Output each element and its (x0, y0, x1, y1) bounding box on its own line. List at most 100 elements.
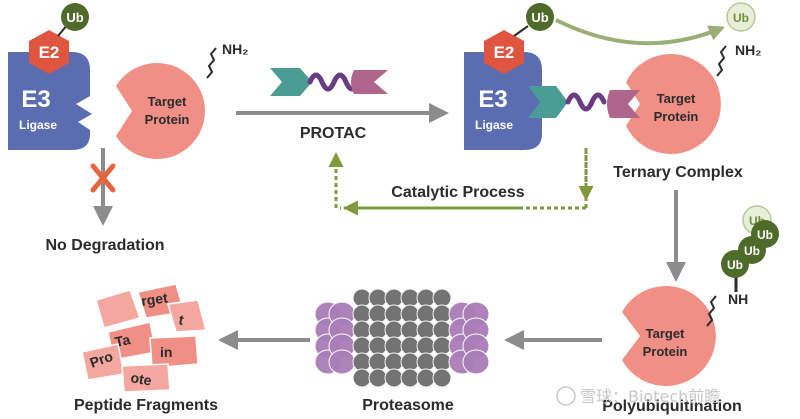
target-tail-squiggle-poly (706, 295, 717, 327)
proteasome-subunit (416, 368, 436, 388)
e2-hexagon (29, 30, 69, 74)
protac-linker (307, 72, 361, 92)
e3-ligase-shape (8, 52, 92, 150)
proteasome-subunit (432, 336, 452, 356)
fragment-text-4: ote (129, 369, 153, 388)
target-label-line1: Target (148, 94, 187, 109)
watermark: 雪球：Biotech前瞻 (556, 386, 720, 406)
ub-transferred-label: Ub (733, 11, 749, 25)
protac-e3-binder (270, 68, 312, 96)
proteasome-subunit (352, 368, 372, 388)
proteasome-subunit (384, 288, 404, 308)
protac-label: PROTAC (300, 125, 367, 142)
proteasome-subunit (368, 352, 388, 372)
proteasome-subunit (462, 349, 490, 375)
ub-transfer-arrow (555, 18, 725, 46)
peptide-fragments-label: Peptide Fragments (74, 397, 218, 414)
proteasome-subunit (416, 320, 436, 340)
e3-label: E3 (21, 86, 50, 113)
target-protein-shape-ternary (626, 54, 721, 154)
e2-label: E2 (39, 43, 60, 62)
ub-chain-3-label: Ub (727, 258, 743, 272)
proteasome-subunit (416, 352, 436, 372)
proteasome-subunit (400, 304, 420, 324)
proteasome-subunit (384, 368, 404, 388)
e2-label-ternary: E2 (494, 43, 515, 62)
proteasome-subunit (432, 352, 452, 372)
fragment-7 (121, 363, 171, 393)
polyubiquitination-label: Polyubiquitination (602, 398, 742, 415)
proteasome-subunit (368, 304, 388, 324)
proteasome-subunit (368, 336, 388, 356)
watermark-logo-icon (556, 386, 576, 406)
target-protein-shape (116, 63, 205, 159)
proteasome-subunit (352, 288, 372, 308)
proteasome-subunit (352, 352, 372, 372)
nh2-label-ternary: NH₂ (735, 42, 761, 58)
no-degradation-label: No Degradation (45, 237, 164, 254)
e3-label-ternary: E3 (478, 86, 507, 113)
proteasome (314, 288, 490, 388)
fragment-text-6: t (177, 311, 185, 328)
protac-target-binder (351, 70, 388, 94)
proteasome-subunit (416, 288, 436, 308)
proteasome-subunit (432, 304, 452, 324)
ternary-complex: Ub E2 E3 Ligase NH₂ Target Protein (464, 3, 761, 154)
ub-label: Ub (66, 10, 83, 25)
e3-ligase-complex-initial: Ub E2 E3 Ligase (8, 3, 92, 150)
cross-icon (90, 163, 116, 193)
fragment-text-3: Ta (113, 331, 132, 350)
target-protein-initial: NH₂ Target Protein (116, 41, 248, 159)
proteasome-subunit (352, 304, 372, 324)
proteasome-subunit (352, 336, 372, 356)
proteasome-subunit (416, 304, 436, 324)
ub-transferred-circle (726, 2, 756, 32)
proteasome-subunit (384, 352, 404, 372)
target-tail-squiggle (206, 47, 217, 79)
proteasome-subunit (384, 320, 404, 340)
proteasome-subunit (432, 320, 452, 340)
ligase-label-ternary: Ligase (475, 118, 513, 132)
ub-chain-1-label: Ub (757, 228, 773, 242)
ub-circle-ternary (526, 3, 554, 31)
no-degradation-branch: No Degradation (45, 148, 165, 254)
proteasome-subunit (368, 368, 388, 388)
ub-circle (61, 3, 89, 31)
proteasome-subunit (352, 320, 372, 340)
proteasome-subunit (384, 336, 404, 356)
target-label-line1-poly: Target (646, 326, 685, 341)
target-label-line2-poly: Protein (643, 344, 688, 359)
nh-label: NH (728, 291, 748, 307)
proteasome-subunit (416, 336, 436, 356)
target-protein-shape-poly (622, 286, 716, 386)
target-label-line2-ternary: Protein (654, 109, 699, 124)
protac-target-binder-ternary (607, 90, 640, 118)
proteasome-subunit (368, 320, 388, 340)
proteasome-label: Proteasome (362, 397, 454, 414)
fragment-6 (149, 335, 199, 369)
target-label-line2: Protein (145, 112, 190, 127)
e2-hexagon-ternary (484, 30, 524, 74)
fragment-text-2: rget (140, 289, 169, 309)
proteasome-subunit (400, 288, 420, 308)
proteasome-subunit (400, 320, 420, 340)
e3-ligase-shape-ternary (464, 52, 542, 150)
protac-molecule (270, 68, 388, 96)
ternary-complex-label: Ternary Complex (613, 164, 743, 181)
proteasome-subunit (432, 368, 452, 388)
fragment-text-5: in (160, 344, 172, 360)
watermark-text: 雪球：Biotech前瞻 (580, 387, 720, 406)
proteasome-subunit (432, 288, 452, 308)
proteasome-subunit (328, 349, 356, 375)
proteasome-subunit (400, 368, 420, 388)
ub-label-ternary: Ub (531, 10, 548, 25)
ub-chain-2-label: Ub (744, 244, 760, 258)
fragment-1 (95, 289, 141, 329)
catalytic-process-label: Catalytic Process (391, 184, 525, 201)
target-label-line1-ternary: Target (657, 91, 696, 106)
proteasome-subunit (400, 352, 420, 372)
proteasome-subunit (368, 288, 388, 308)
fragment-3 (167, 299, 207, 333)
